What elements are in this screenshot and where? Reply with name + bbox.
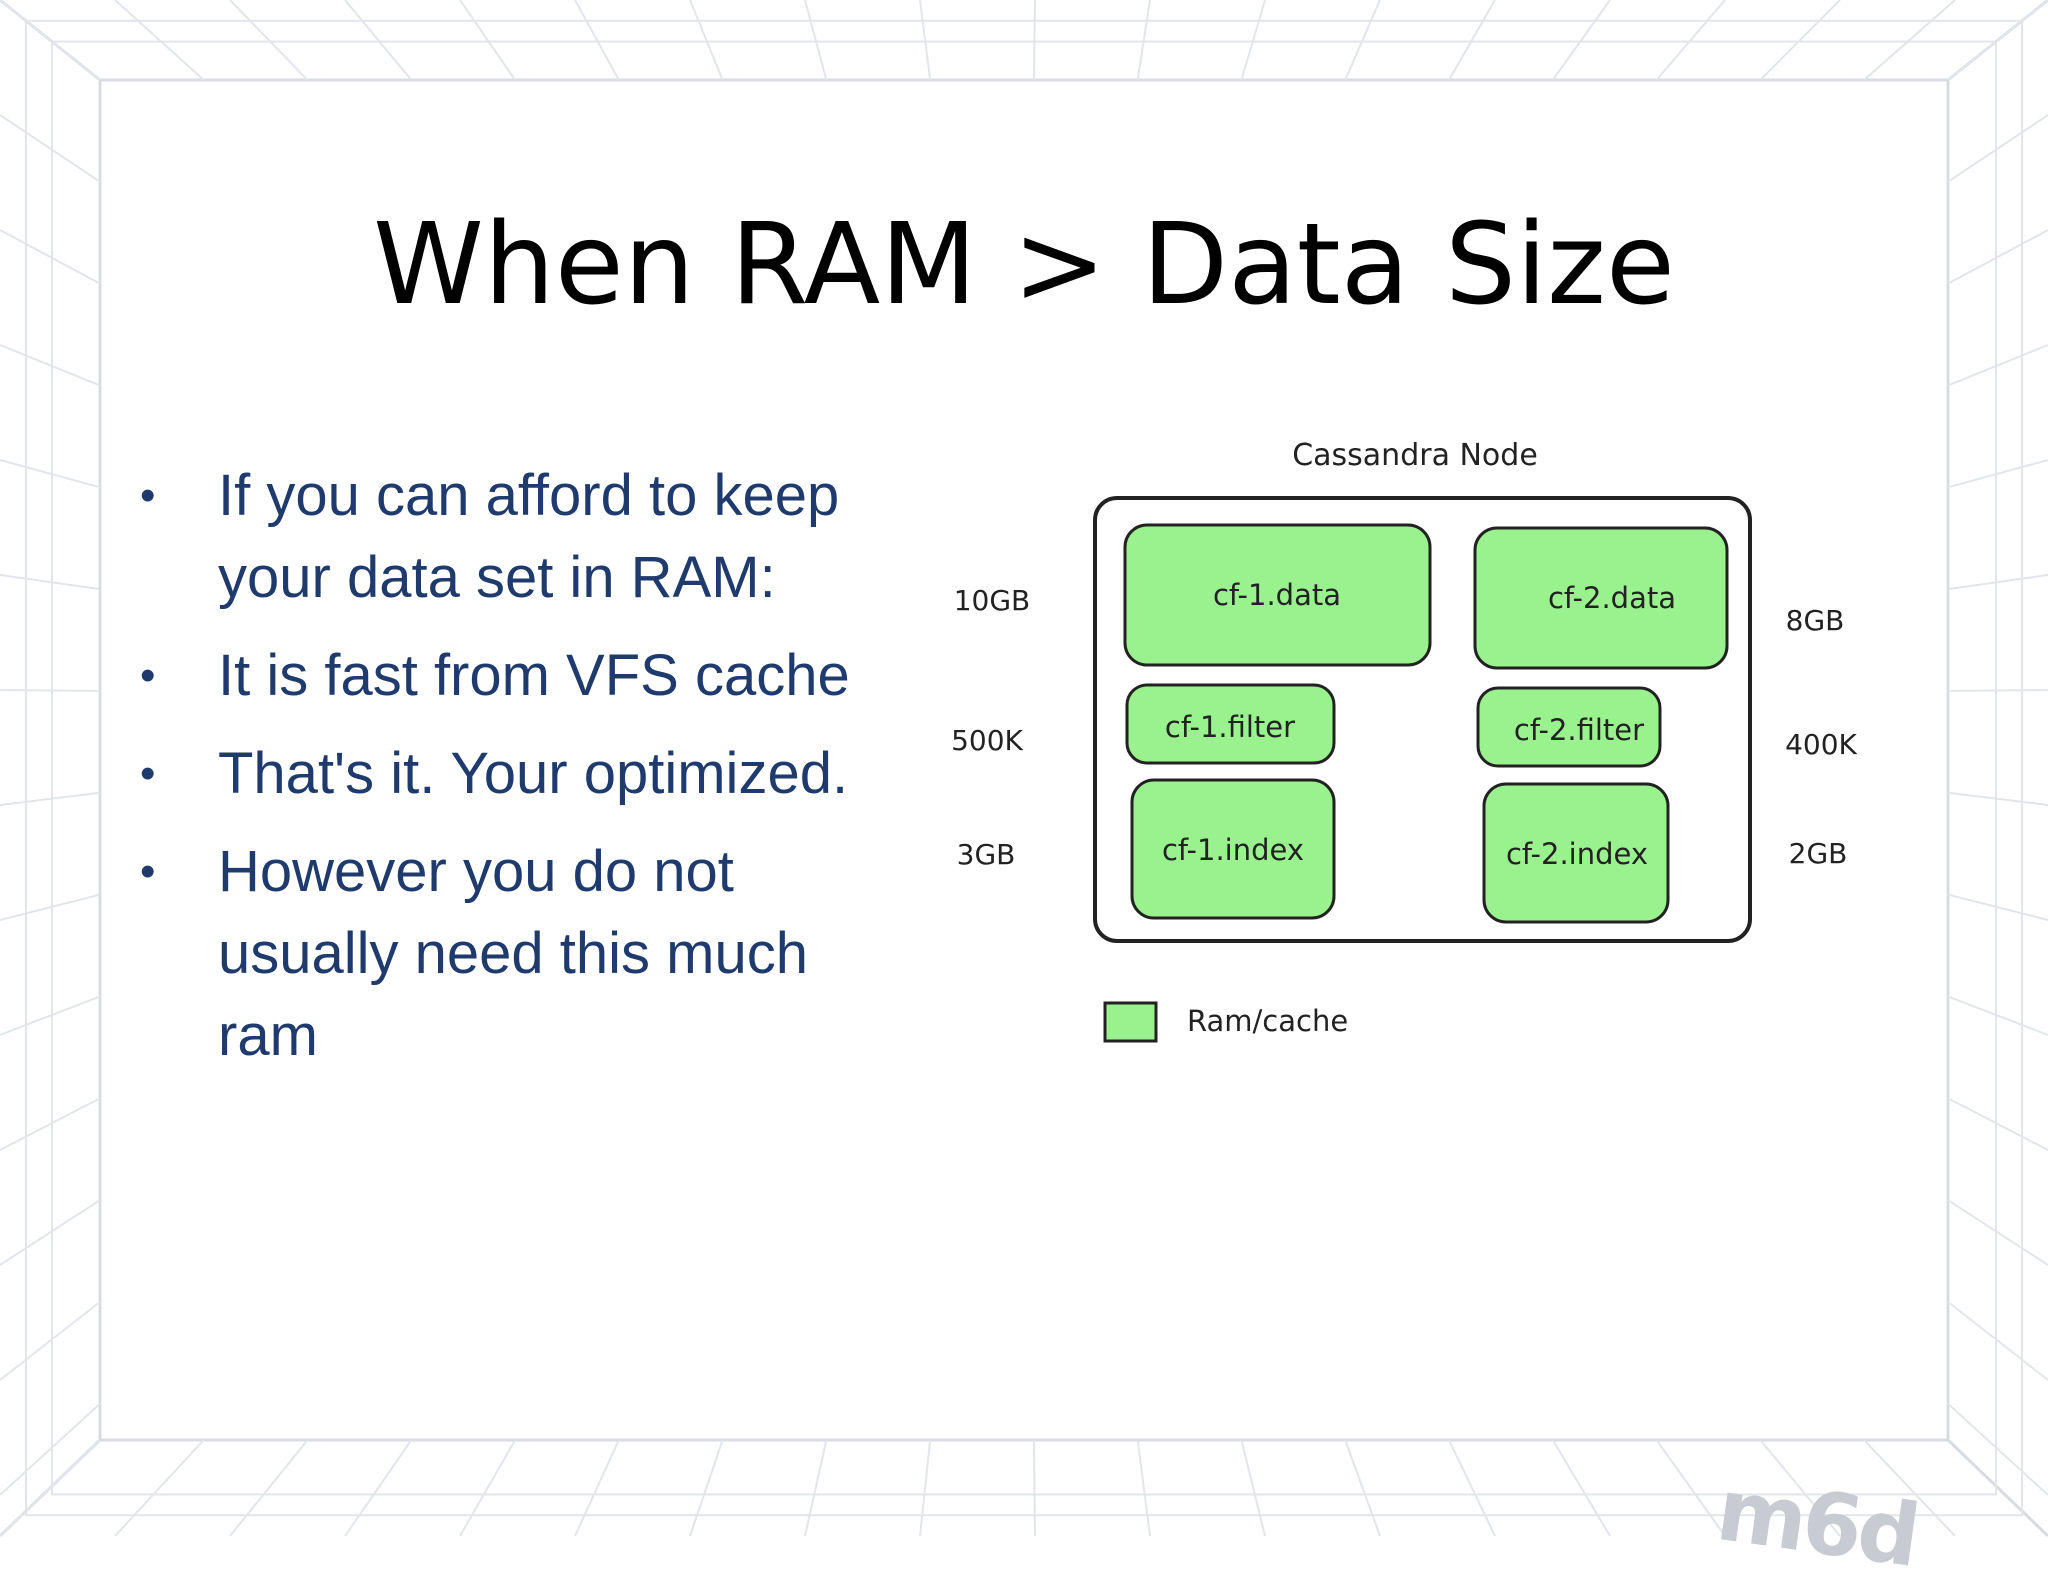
- size-label: 10GB: [954, 584, 1031, 617]
- legend-swatch: [1103, 1001, 1158, 1043]
- block-box: [1123, 523, 1432, 667]
- block-label: cf-2.data: [1548, 581, 1676, 615]
- block-label: cf-1.data: [1213, 578, 1341, 612]
- size-label: 8GB: [1786, 604, 1845, 637]
- bullet-glyph: •: [140, 471, 156, 520]
- block-label: cf-2.index: [1506, 837, 1648, 871]
- block-cf1-filter: cf-1.filter: [1125, 683, 1336, 765]
- grid-background: [0, 0, 2048, 1538]
- bullet-list: • If you can afford to keep your data se…: [140, 455, 920, 1093]
- diagram-title: Cassandra Node: [1292, 438, 1538, 473]
- block-cf2-index: cf-2.index: [1482, 782, 1670, 924]
- slide-title: When RAM > Data Size: [373, 200, 1675, 330]
- block-label: cf-1.filter: [1165, 710, 1295, 744]
- bullet-glyph: •: [140, 651, 156, 700]
- block-cf1-index: cf-1.index: [1130, 778, 1336, 920]
- legend: Ram/cache: [1103, 1001, 1348, 1043]
- bullet-item: • If you can afford to keep your data se…: [140, 455, 920, 619]
- bullet-text: It is fast from VFS cache: [218, 643, 850, 708]
- bullet-glyph: •: [140, 847, 156, 896]
- block-cf1-data: cf-1.data: [1123, 523, 1432, 667]
- bullet-item: • However you do not usually need this m…: [140, 831, 920, 1077]
- bullet-text: If you can afford to keep your data set …: [218, 463, 840, 610]
- bullet-text: However you do not usually need this muc…: [218, 839, 808, 1068]
- bullet-item: • It is fast from VFS cache: [140, 635, 920, 717]
- block-cf2-filter: cf-2.filter: [1476, 686, 1662, 768]
- block-cf2-data: cf-2.data: [1473, 526, 1729, 670]
- bullet-text: That's it. Your optimized.: [218, 741, 849, 806]
- block-box: [1482, 782, 1670, 924]
- block-box: [1473, 526, 1729, 670]
- block-label: cf-1.index: [1162, 833, 1304, 867]
- size-label: 2GB: [1789, 837, 1848, 870]
- size-label: 3GB: [957, 838, 1016, 871]
- bullet-glyph: •: [140, 749, 156, 798]
- block-box: [1125, 683, 1336, 765]
- block-box: [1130, 778, 1336, 920]
- size-label: 500K: [951, 724, 1023, 757]
- bullet-item: • That's it. Your optimized.: [140, 733, 920, 815]
- block-box: [1476, 686, 1662, 768]
- cassandra-node-diagram: Cassandra Node cf-1.data 10GB cf-2.data …: [951, 438, 1858, 1043]
- block-label: cf-2.filter: [1514, 713, 1644, 747]
- size-label: 400K: [1785, 728, 1857, 761]
- legend-label: Ram/cache: [1187, 1004, 1348, 1038]
